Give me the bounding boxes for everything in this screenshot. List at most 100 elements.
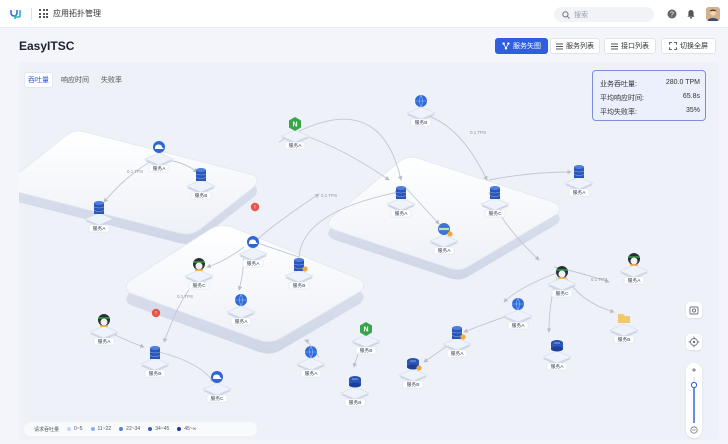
- app-grid-icon[interactable]: [39, 9, 48, 18]
- zoom-out-icon: [690, 426, 698, 434]
- service-node[interactable]: 服务B: [398, 358, 428, 389]
- service-node[interactable]: 服务A: [386, 186, 416, 218]
- service-node[interactable]: 服务B: [284, 258, 314, 290]
- service-node[interactable]: 服务A: [564, 165, 594, 197]
- stat-value: 35%: [685, 107, 700, 114]
- service-node-label: 服务B: [149, 370, 162, 377]
- service-node[interactable]: 服务A: [296, 345, 326, 378]
- service-node-label: 服务C: [555, 290, 569, 297]
- platform-center: [125, 225, 365, 354]
- service-node[interactable]: 服务B: [186, 168, 216, 200]
- service-node[interactable]: 服务C: [202, 371, 232, 403]
- warning-badge: [447, 231, 453, 237]
- service-node-label: 服务A: [395, 210, 409, 217]
- service-node[interactable]: 服务A: [542, 340, 572, 371]
- nginx-icon: N: [289, 117, 301, 131]
- linux-icon: [98, 314, 110, 327]
- cloud-icon: [153, 141, 165, 153]
- service-node[interactable]: 服务A: [429, 223, 459, 255]
- service-node-label: 服务A: [573, 189, 587, 196]
- service-node-label: 服务A: [551, 363, 565, 370]
- cloud-icon: [247, 236, 259, 248]
- interface-list-label: 接口列表: [621, 43, 649, 50]
- zoom-slider[interactable]: [686, 363, 702, 438]
- nginx-icon: N: [360, 322, 372, 336]
- edge: [278, 118, 403, 181]
- platform-right: [327, 156, 561, 280]
- tab-response-time[interactable]: 响应时间: [61, 77, 89, 84]
- service-node-label: 服务A: [98, 338, 112, 345]
- svg-text:!: !: [155, 311, 156, 317]
- service-node[interactable]: 服务A: [144, 141, 174, 173]
- service-node[interactable]: 服务A: [238, 236, 268, 268]
- tab-throughput[interactable]: 吞吐量: [25, 73, 52, 87]
- service-node-label: 服务B: [407, 381, 420, 388]
- service-node[interactable]: 服务C: [184, 258, 214, 290]
- service-node-label: 服务A: [305, 370, 319, 377]
- edge: [206, 246, 245, 269]
- topology-view-button[interactable]: 服务矢图: [495, 38, 548, 54]
- service-node-label: 服务B: [195, 192, 208, 199]
- edge: [158, 351, 215, 383]
- edge: [404, 186, 440, 225]
- search-input[interactable]: 搜索: [554, 7, 654, 22]
- globe-icon: [305, 345, 317, 359]
- server-icon: [407, 358, 419, 370]
- legend-item: 45~∞: [177, 426, 196, 432]
- topology-canvas[interactable]: 0.1 TPS 0.1 TPS 0.1 TPS 0.1 TPS 0.1 TPS …: [19, 62, 719, 440]
- app-logo-icon[interactable]: [9, 7, 23, 21]
- service-list-label: 服务列表: [566, 43, 594, 50]
- zoom-slider-graphic: [690, 368, 698, 434]
- service-node[interactable]: 服务A: [442, 326, 472, 358]
- service-node-label: 服务A: [247, 260, 261, 267]
- service-node-label: 服务A: [438, 247, 452, 254]
- locate-button[interactable]: [686, 334, 702, 350]
- svg-text:N: N: [363, 327, 368, 334]
- service-node[interactable]: 服务C: [547, 266, 577, 298]
- service-node[interactable]: 服务A: [503, 297, 533, 330]
- service-node-label: 服务B: [293, 282, 306, 289]
- divider: [31, 8, 32, 20]
- alert-marker[interactable]: !: [151, 308, 161, 318]
- avatar[interactable]: [706, 7, 720, 21]
- list-icon: [556, 43, 563, 49]
- service-node[interactable]: 服务B: [609, 314, 639, 344]
- service-node-label: 服务B: [618, 336, 631, 343]
- zoom-in-icon: [692, 368, 696, 372]
- service-node[interactable]: 服务B: [340, 376, 370, 407]
- database-icon: [149, 346, 161, 359]
- service-node-label: 服务A: [628, 277, 642, 284]
- legend-item: 34~45: [148, 426, 169, 432]
- service-node-label: 服务A: [235, 318, 249, 325]
- fullscreen-button[interactable]: 切换全屏: [661, 38, 716, 54]
- edge-label: 0.1 TPS: [321, 193, 337, 198]
- service-node-label: 服务A: [93, 225, 107, 232]
- help-icon[interactable]: ?: [667, 9, 677, 19]
- tab-failure-rate[interactable]: 失败率: [101, 77, 122, 84]
- service-list-button[interactable]: 服务列表: [550, 38, 600, 54]
- database-icon: [451, 326, 463, 339]
- globe-icon: [235, 293, 247, 307]
- service-node[interactable]: 服务C: [480, 186, 510, 218]
- bell-icon[interactable]: [686, 9, 696, 19]
- legend-title: 请求吞吐量: [34, 426, 60, 433]
- stat-label: 业务吞吐量:: [600, 81, 637, 88]
- service-node[interactable]: 服务B: [406, 94, 436, 127]
- stat-label: 平均响应时间:: [600, 95, 644, 102]
- alert-marker[interactable]: !: [250, 202, 260, 212]
- service-node[interactable]: 服务A: [226, 293, 256, 326]
- database-icon: [395, 186, 407, 199]
- stat-row: 业务吞吐量: 280.0 TPM: [600, 79, 700, 89]
- service-node[interactable]: 服务B: [140, 346, 170, 378]
- list-icon: [611, 43, 618, 49]
- service-node[interactable]: 服务A: [619, 253, 649, 285]
- interface-list-button[interactable]: 接口列表: [604, 38, 656, 54]
- service-node[interactable]: 服务A: [84, 201, 114, 233]
- edge-label: 0.1 TPS: [591, 277, 607, 282]
- svg-text:?: ?: [670, 12, 674, 19]
- screenshot-button[interactable]: [686, 302, 702, 318]
- service-node[interactable]: 服务A: [89, 314, 119, 346]
